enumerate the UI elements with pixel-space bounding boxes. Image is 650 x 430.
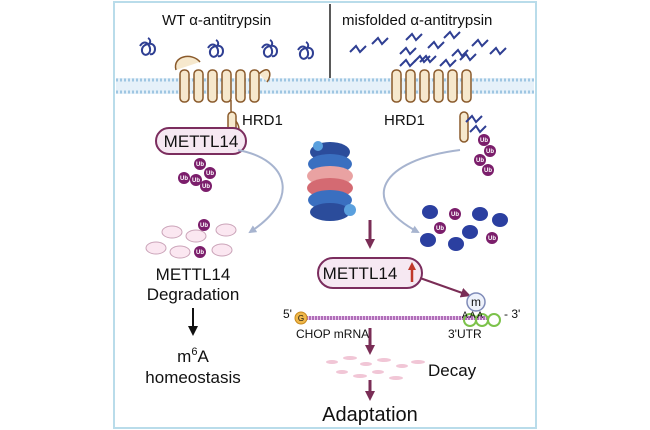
svg-text:Ub: Ub xyxy=(488,236,496,242)
svg-text:Ub: Ub xyxy=(200,223,208,229)
arrow-to-m6a-mark xyxy=(419,277,471,298)
three-utr-label: 3'UTR xyxy=(448,327,482,341)
five-prime-label: 5' xyxy=(283,307,292,321)
degradation-label-line2: Degradation xyxy=(147,285,240,304)
wt-title: WT α-antitrypsin xyxy=(162,12,271,29)
svg-text:METTL14: METTL14 xyxy=(323,264,398,283)
hrd1-receptor-right xyxy=(391,69,472,143)
mettl14-upregulated: METTL14 xyxy=(317,257,423,289)
m6a-mark-icon: m xyxy=(466,292,486,312)
chop-mrna-label: CHOP mRNA xyxy=(296,327,369,341)
svg-text:METTL14: METTL14 xyxy=(164,132,239,151)
svg-text:Ub: Ub xyxy=(476,158,484,164)
proteasome-icon xyxy=(307,141,356,221)
arrow-to-degradation xyxy=(237,149,284,234)
mrna-decay-fragments xyxy=(326,356,425,380)
svg-text:Ub: Ub xyxy=(436,226,444,232)
m6a-label: m6A xyxy=(177,346,209,366)
arrow-to-fragments xyxy=(382,149,461,233)
svg-text:Ub: Ub xyxy=(196,250,204,256)
ub-chain-right: Ub Ub Ub Ub xyxy=(474,134,496,176)
hrd1-label-left: HRD1 xyxy=(242,112,283,129)
polya-tail xyxy=(463,313,501,327)
svg-text:Ub: Ub xyxy=(206,171,214,177)
svg-text:Ub: Ub xyxy=(202,184,210,190)
svg-text:m: m xyxy=(471,295,481,309)
svg-text:Ub: Ub xyxy=(196,162,204,168)
polya-label: A A A xyxy=(462,310,483,320)
misfolded-protein-bound xyxy=(399,52,487,134)
svg-text:Ub: Ub xyxy=(480,138,488,144)
svg-text:Ub: Ub xyxy=(180,176,188,182)
degraded-fragments-left xyxy=(145,223,237,259)
mettl14-left: METTL14 xyxy=(155,127,247,155)
homeostasis-label: homeostasis xyxy=(145,368,240,387)
degradation-label-line1: METTL14 xyxy=(156,265,231,284)
three-prime-label: - 3' xyxy=(504,307,520,321)
svg-text:Ub: Ub xyxy=(484,168,492,174)
svg-text:Ub: Ub xyxy=(451,212,459,218)
degraded-fragments-right: Ub Ub Ub xyxy=(420,205,508,251)
svg-text:Ub: Ub xyxy=(486,149,494,155)
decay-label: Decay xyxy=(428,361,477,380)
hrd1-label-right: HRD1 xyxy=(384,112,425,129)
adaptation-label: Adaptation xyxy=(322,404,418,426)
svg-text:Ub: Ub xyxy=(192,178,200,184)
wt-protein-icon xyxy=(139,37,314,60)
g-cap-icon: G xyxy=(294,311,308,325)
misfolded-title: misfolded α-antitrypsin xyxy=(342,12,492,29)
svg-text:G: G xyxy=(298,314,304,323)
ub-cluster-left: Ub Ub Ub Ub Ub xyxy=(178,158,216,192)
ub-free-left: Ub Ub xyxy=(194,219,210,258)
